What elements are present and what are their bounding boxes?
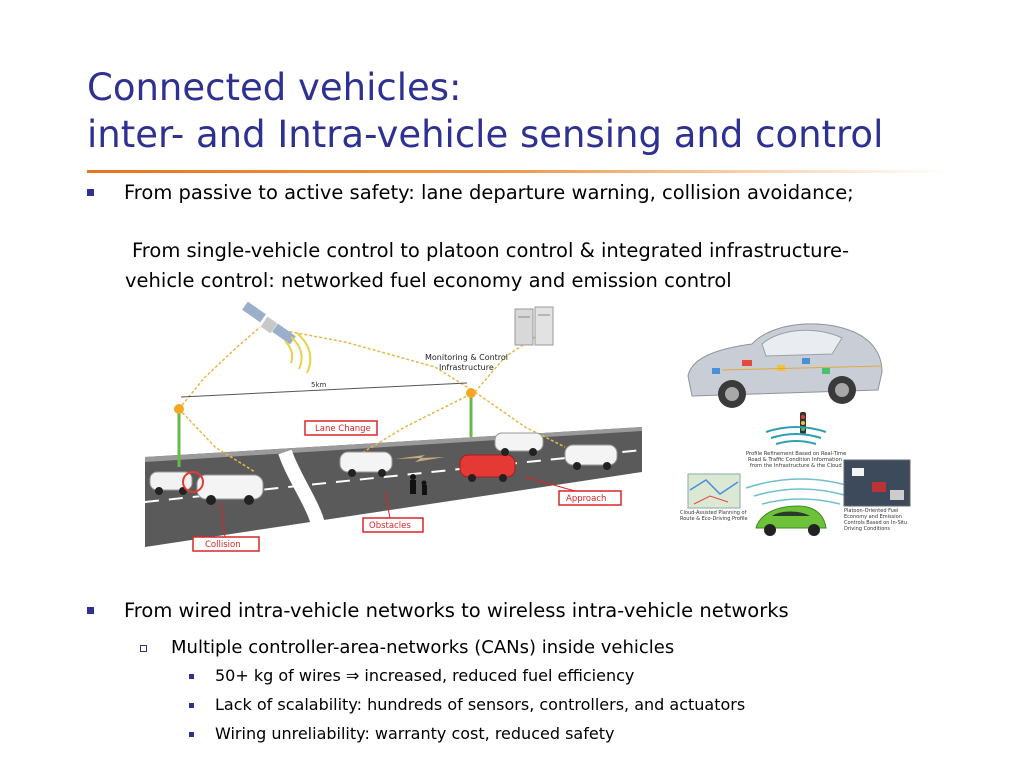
platoon-paragraph: From single-vehicle control to platoon c… [125,236,985,296]
platoon-line-2: vehicle control: networked fuel economy … [125,269,732,292]
car-white-2 [196,474,264,505]
obstacles-label: Obstacles [369,521,411,531]
platoon-label-4: Driving Conditions [844,526,890,532]
road-diagram: 5km Monitoring & Control Infrastructure [145,301,643,552]
subsubbullet-text: Lack of scalability: hundreds of sensors… [215,695,746,714]
bullet-square-icon [189,703,194,708]
infrastructure-label-1: Monitoring & Control [425,353,508,362]
distance-line [180,382,468,398]
profile-label-1: Profile Refinement Based on Real-Time [746,451,846,457]
platoon-label-1: Platoon-Oriented Fuel [844,508,898,514]
bullet-square-icon [189,674,194,679]
distance-label: 5km [311,381,327,389]
cloud-label-1: Cloud-Assisted Planning of [680,510,747,516]
title-line-2: inter- and Intra-vehicle sensing and con… [87,113,884,156]
subsubbullet-text: Wiring unreliability: warranty cost, red… [215,724,615,743]
collision-label: Collision [205,540,241,550]
car-white-3 [339,451,393,477]
green-car-icon [755,505,827,536]
subsubbullet-text: 50+ kg of wires ⇒ increased, reduced fue… [215,666,635,685]
server-icon [514,306,554,346]
bullet-square-icon [189,732,194,737]
cloud-eco-driving-diagram: Profile Refinement Based on Real-Time Ro… [680,412,911,536]
profile-label-3: from the Infrastructure & the Cloud [750,463,842,469]
car-white-4 [494,432,544,456]
subbullet-text: Multiple controller-area-networks (CANs)… [171,637,675,658]
approach-label: Approach [566,494,606,504]
title-underline [87,170,947,173]
platoon-line-1: From single-vehicle control to platoon c… [132,239,850,262]
bullet-hollow-square-icon [140,645,147,652]
profile-label-2: Road & Traffic Condition Information [748,457,842,463]
bullet-text: From wired intra-vehicle networks to wir… [124,599,789,622]
slide-title: Connected vehicles: inter- and Intra-veh… [87,64,987,158]
title-line-1: Connected vehicles: [87,66,462,109]
bullet-square-icon [87,607,94,614]
bullet-text: From passive to active safety: lane depa… [124,181,854,204]
bullet-square-icon [87,189,94,196]
intra-vehicle-car-illustration [687,323,883,408]
cloud-label-2: Route & Eco-Driving Profile [680,516,748,522]
platoon-label-3: Controls Based on In-Situ [844,520,907,526]
car-white-5 [564,444,618,470]
infrastructure-label-2: Infrastructure [439,363,494,372]
road-divider [278,449,327,538]
collision-alert-icon [182,471,204,493]
pedestrian-icon [410,474,427,495]
car-white-1 [149,471,193,495]
road [145,427,642,547]
platoon-label-2: Economy and Emission [844,514,902,520]
car-red [459,454,516,482]
lane-change-label: Lane Change [315,424,371,434]
satellite-icon [242,301,312,374]
